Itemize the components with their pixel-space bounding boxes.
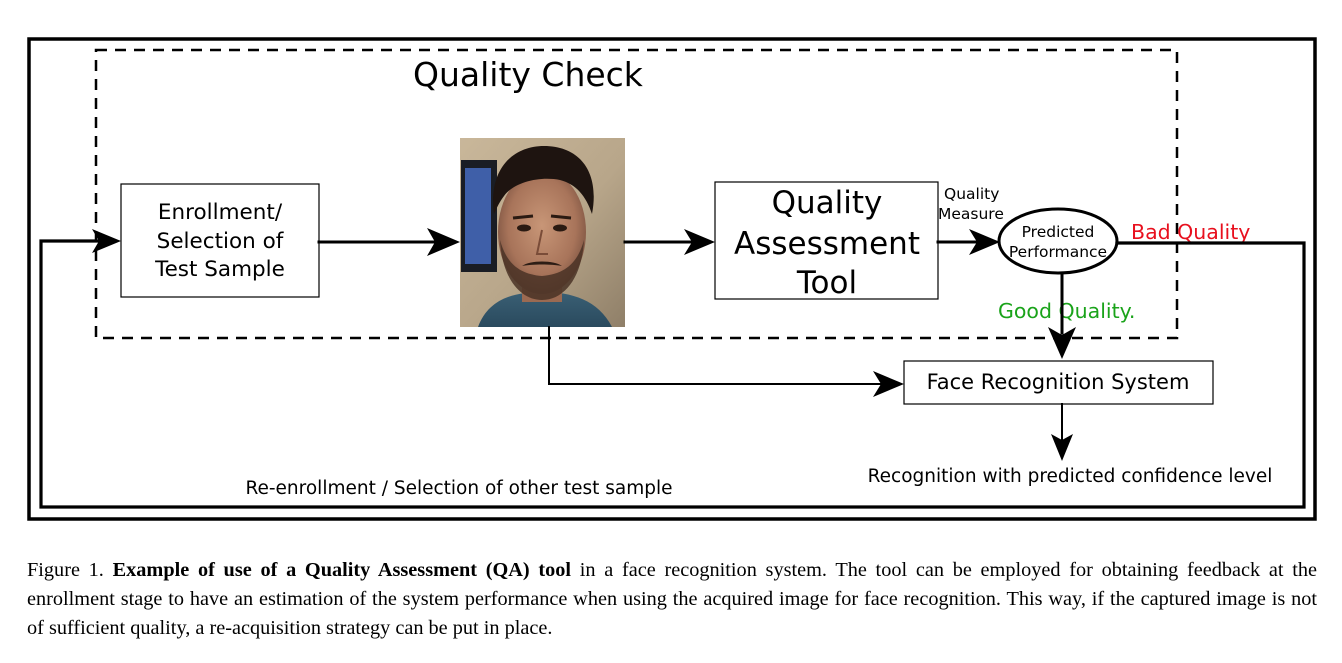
- caption-figure-label: Figure 1.: [27, 559, 104, 581]
- qa-tool-label-line3: Tool: [796, 265, 857, 301]
- good-quality-label: Good Quality.: [998, 299, 1135, 323]
- reenrollment-label: Re-enrollment / Selection of other test …: [245, 478, 672, 499]
- figure-caption: Figure 1. Example of use of a Quality As…: [27, 556, 1317, 643]
- arrowhead-face-to-recognition: [873, 371, 904, 397]
- bad-quality-label: Bad Quality: [1131, 220, 1250, 244]
- arrowhead-recognition-output: [1051, 434, 1073, 461]
- outer-frame: [27, 37, 1317, 521]
- qa-tool-label-line1: Quality: [772, 185, 883, 221]
- predicted-performance-line2: Performance: [1009, 243, 1107, 261]
- arrowhead-enroll-to-face: [427, 228, 460, 256]
- quality-measure-label-line2: Measure: [938, 205, 1004, 223]
- caption-body-text: in a face recognition system. The tool c…: [27, 559, 1317, 639]
- qa-tool-label-line2: Assessment: [734, 226, 920, 262]
- quality-check-title: Quality Check: [413, 55, 644, 94]
- arrowhead-qa-to-predicted: [969, 229, 1000, 255]
- arrowhead-reenrollment: [92, 229, 121, 253]
- quality-check-region: [94, 48, 1179, 340]
- enrollment-label-line2: Selection of: [157, 229, 284, 254]
- arrowhead-good-quality: [1048, 327, 1076, 359]
- qa-tool-box: [714, 181, 939, 300]
- enrollment-label-line1: Enrollment/: [158, 200, 283, 225]
- recognition-output-label: Recognition with predicted confidence le…: [868, 466, 1273, 487]
- arrowhead-face-to-qa: [684, 229, 715, 255]
- bad-quality-feedback-loop: [39, 239, 1306, 509]
- qa-diagram: Quality Check Enrollment/ Selection of T…: [27, 37, 1317, 521]
- face-recognition-label: Face Recognition System: [927, 370, 1190, 394]
- face-recognition-box: [903, 360, 1214, 405]
- caption-bold-text: Example of use of a Quality Assessment (…: [112, 559, 572, 581]
- predicted-performance-node: [997, 207, 1119, 275]
- face-photo: [460, 138, 625, 327]
- predicted-performance-line1: Predicted: [1022, 223, 1095, 241]
- enrollment-box: [120, 183, 320, 298]
- enrollment-label-line3: Test Sample: [154, 257, 285, 282]
- arrow-face-to-recognition: [548, 326, 881, 385]
- quality-measure-label-line1: Quality: [944, 185, 999, 203]
